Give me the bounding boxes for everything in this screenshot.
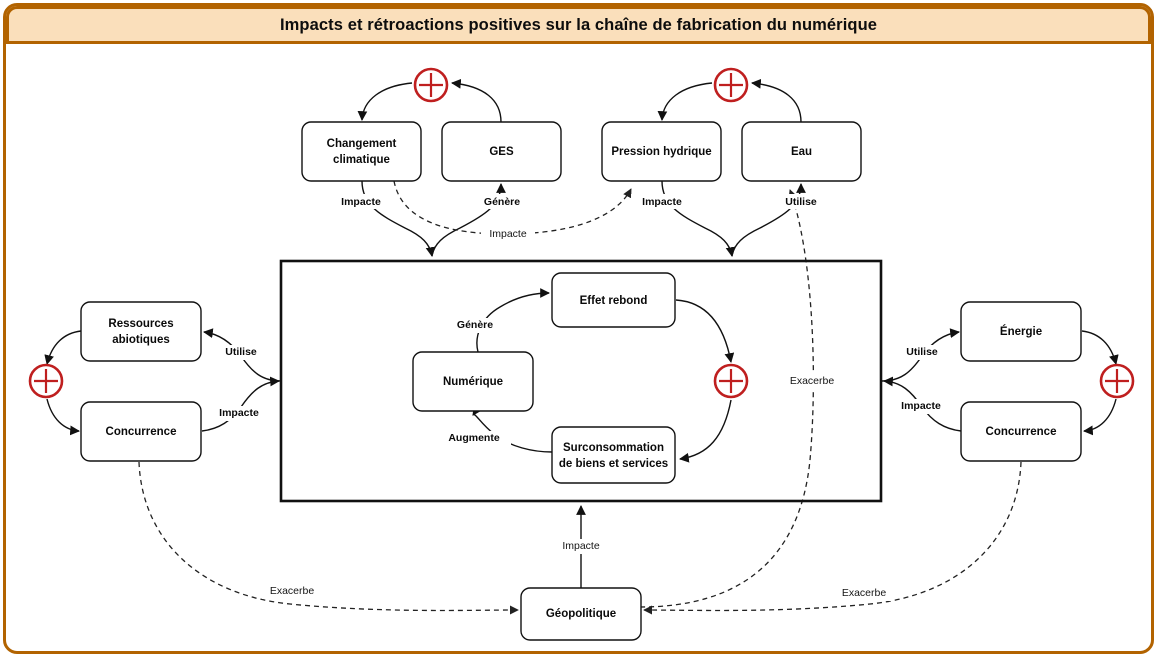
edge-plus-topleft-to-changement bbox=[357, 82, 413, 121]
svg-text:Impacte: Impacte bbox=[341, 196, 381, 208]
edge-effet-rebond-to-plus-center bbox=[675, 299, 735, 363]
node-concurrence-droite[interactable]: Concurrence bbox=[960, 401, 1082, 462]
edge-label-concurrence-droite-impacte: Impacte bbox=[890, 399, 952, 414]
edge-plus-center-to-surconsommation bbox=[679, 399, 732, 463]
svg-text:Impacte: Impacte bbox=[642, 196, 682, 208]
edge-numerique-genere-effet-rebond bbox=[476, 288, 550, 353]
title-bar: Impacts et rétroactions positives sur la… bbox=[6, 6, 1151, 44]
edge-label-ressources-utilise: Utilise bbox=[214, 345, 268, 360]
edge-plus-right-to-concurrence bbox=[1083, 398, 1117, 436]
node-pression-hydrique[interactable]: Pression hydrique bbox=[601, 121, 722, 182]
edge-plus-left-to-concurrence bbox=[46, 398, 80, 436]
main-container-box bbox=[279, 259, 883, 503]
edge-label-energie-utilise: Utilise bbox=[895, 345, 949, 360]
node-concurrence-gauche[interactable]: Concurrence bbox=[80, 401, 202, 462]
node-effet-rebond[interactable]: Effet rebond bbox=[551, 272, 676, 328]
svg-text:Génère: Génère bbox=[457, 319, 493, 331]
node-label: Eau bbox=[791, 146, 812, 158]
svg-text:Génère: Génère bbox=[484, 196, 520, 208]
node-label: Numérique bbox=[443, 376, 503, 388]
node-label: de biens et services bbox=[559, 458, 668, 470]
node-label: Géopolitique bbox=[546, 608, 616, 620]
edge-ressources-to-plus-left bbox=[44, 330, 82, 365]
edge-label-concurrence-gauche-impacte: Impacte bbox=[208, 406, 270, 421]
edge-label-surconsommation-augmente: Augmente bbox=[437, 431, 511, 446]
node-label: Pression hydrique bbox=[611, 146, 711, 158]
svg-text:Exacerbe: Exacerbe bbox=[790, 375, 835, 387]
edge-geopolitique-exacerbe-pression bbox=[639, 189, 815, 608]
edge-label-eau-utilise: Utilise bbox=[774, 194, 828, 209]
node-label: climatique bbox=[333, 154, 390, 166]
svg-text:Utilise: Utilise bbox=[906, 346, 938, 358]
svg-text:Impacte: Impacte bbox=[219, 407, 259, 419]
edge-concurrence-gauche-exacerbe-geopolitique bbox=[138, 461, 519, 615]
edge-label-changement-dashed-impacte: Impacte bbox=[481, 227, 535, 242]
svg-text:Utilise: Utilise bbox=[785, 196, 817, 208]
node-surconsommation[interactable]: Surconsommation de biens et services bbox=[551, 426, 676, 484]
node-label: Énergie bbox=[1000, 325, 1042, 338]
plus-marker-center bbox=[713, 363, 749, 399]
edge-label-exacerbe-left: Exacerbe bbox=[262, 584, 322, 599]
svg-text:Exacerbe: Exacerbe bbox=[270, 585, 315, 597]
node-numerique[interactable]: Numérique bbox=[412, 351, 534, 412]
node-label: abiotiques bbox=[112, 334, 170, 346]
node-label: GES bbox=[489, 146, 514, 158]
edge-label-geopolitique-impacte: Impacte bbox=[552, 539, 610, 554]
node-label: Effet rebond bbox=[580, 295, 648, 307]
edge-ges-to-plus-topleft bbox=[451, 78, 502, 123]
edge-pression-impacte-main bbox=[661, 180, 736, 257]
svg-text:Augmente: Augmente bbox=[448, 432, 499, 444]
edge-concurrence-droite-exacerbe-geopolitique bbox=[643, 461, 1022, 615]
node-energie[interactable]: Énergie bbox=[960, 301, 1082, 362]
plus-marker-right bbox=[1099, 363, 1135, 399]
edge-changement-dashed-pression bbox=[393, 180, 632, 235]
node-label: Concurrence bbox=[106, 426, 177, 438]
node-label: Concurrence bbox=[986, 426, 1057, 438]
svg-text:Exacerbe: Exacerbe bbox=[842, 587, 887, 599]
svg-text:Utilise: Utilise bbox=[225, 346, 257, 358]
svg-text:Impacte: Impacte bbox=[489, 228, 527, 240]
outer-frame bbox=[3, 3, 1154, 654]
node-ges[interactable]: GES bbox=[441, 121, 562, 182]
svg-text:Impacte: Impacte bbox=[901, 400, 941, 412]
plus-marker-left bbox=[28, 363, 64, 399]
node-label: Ressources bbox=[108, 318, 173, 330]
node-label: Changement bbox=[327, 138, 397, 150]
edge-label-changement-impacte: Impacte bbox=[330, 194, 392, 209]
page-title: Impacts et rétroactions positives sur la… bbox=[279, 15, 878, 34]
edge-label-exacerbe-center: Exacerbe bbox=[783, 374, 841, 389]
edge-label-ges-genere: Génère bbox=[473, 194, 531, 209]
edge-plus-topright-to-pression bbox=[657, 82, 713, 121]
svg-text:Impacte: Impacte bbox=[562, 540, 600, 552]
edge-energie-to-plus-right bbox=[1081, 330, 1119, 365]
node-label: Surconsommation bbox=[563, 442, 664, 454]
node-ressources-abiotiques[interactable]: Ressources abiotiques bbox=[80, 301, 202, 362]
edge-label-numerique-genere: Génère bbox=[446, 318, 504, 333]
node-geopolitique[interactable]: Géopolitique bbox=[520, 587, 642, 641]
node-eau[interactable]: Eau bbox=[741, 121, 862, 182]
plus-marker-top-left bbox=[413, 67, 449, 103]
node-changement-climatique[interactable]: Changement climatique bbox=[301, 121, 422, 182]
plus-marker-top-right bbox=[713, 67, 749, 103]
edge-label-exacerbe-right: Exacerbe bbox=[834, 586, 894, 601]
edge-eau-to-plus-topright bbox=[751, 78, 802, 123]
edge-label-pression-impacte: Impacte bbox=[631, 194, 693, 209]
